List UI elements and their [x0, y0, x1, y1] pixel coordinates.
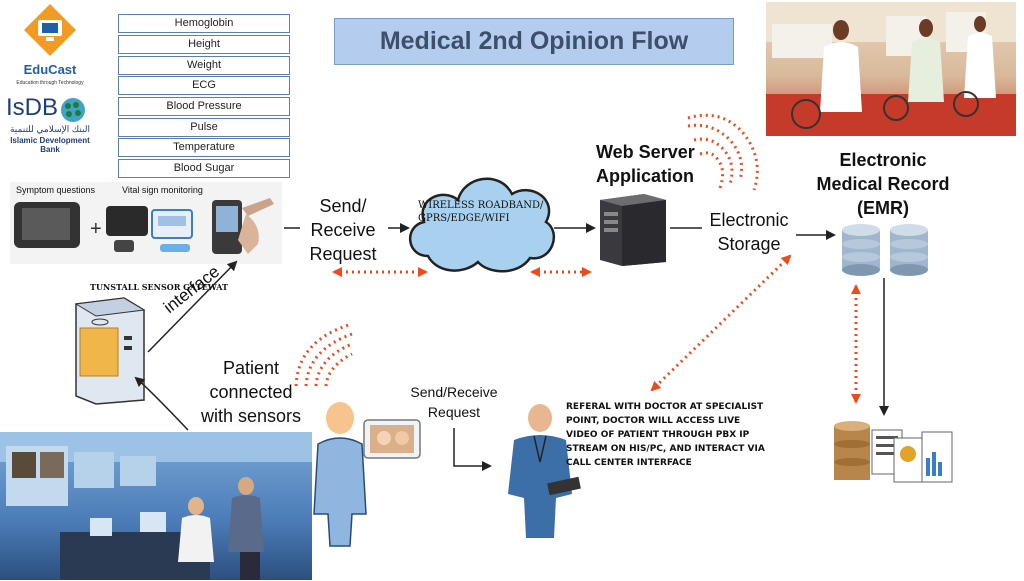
database-icon — [842, 224, 928, 276]
symptom-label: Symptom questions — [16, 185, 96, 195]
server-icon — [600, 194, 666, 266]
sensor-gateway-icon — [74, 297, 146, 405]
electronic-storage-label: Electronic Storage — [709, 210, 789, 254]
vital-item: Hemoglobin — [118, 14, 290, 33]
vital-item: Height — [118, 35, 290, 54]
send-receive-label: Send/ Receive Request — [309, 196, 377, 264]
isdb-globe-icon — [61, 98, 85, 122]
vital-item: Temperature — [118, 138, 290, 157]
gateway-label: TUNSTALL SENSOR GATEWAT — [90, 282, 228, 292]
cloud-label-line2: GPRS/EDGE/WIFI — [418, 213, 510, 224]
isdb-name: Islamic Development Bank — [10, 136, 90, 154]
control-room-photo — [0, 432, 312, 580]
doctor-figure-icon — [508, 404, 581, 538]
educast-logo-icon — [24, 4, 76, 56]
emr-label: Electronic Medical Record (EMR) — [816, 150, 950, 218]
vital-item: ECG — [118, 76, 290, 95]
vital-sign-label: Vital sign monitoring — [122, 185, 203, 195]
isdb-arabic: البنك الإسلامي للتنمية — [9, 124, 91, 134]
plus-sign: + — [90, 218, 102, 240]
patient-signal-icon — [294, 322, 353, 387]
cloud-label-line1: WIRELESS ROADBAND/ — [418, 200, 544, 211]
vital-item: Blood Sugar — [118, 159, 290, 178]
vital-item: Pulse — [118, 118, 290, 137]
wireless-signal-icon — [687, 113, 759, 191]
isdb-logo: IsDB البنك الإسلامي للتنمية Islamic Deve… — [4, 94, 96, 154]
vital-item: Weight — [118, 56, 290, 75]
educast-name: EduCast — [23, 62, 77, 77]
vital-item: Blood Pressure — [118, 97, 290, 116]
records-documents-icon — [834, 421, 953, 483]
isdb-abbr: IsDB — [6, 94, 59, 121]
call-center-photo — [766, 2, 1016, 136]
devices-panel: Symptom questions Vital sign monitoring … — [10, 182, 282, 264]
page-title: Medical 2nd Opinion Flow — [379, 27, 689, 55]
wireless-cloud-icon — [408, 177, 556, 273]
blood-pressure-monitor-icon — [106, 206, 193, 252]
title-banner: Medical 2nd Opinion Flow — [334, 18, 734, 65]
patient-figure-icon — [313, 402, 421, 547]
web-server-label: Web Server Application — [596, 142, 695, 186]
patient-label: Patient connected with sensors — [200, 358, 302, 426]
referral-text: REFERAL WITH DOCTOR AT SPECIALIST POINT,… — [566, 402, 765, 468]
handheld-pda-icon — [212, 198, 274, 254]
send-receive-label-2: Send/Receive Request — [410, 384, 498, 420]
educast-logo: EduCast Education through Technology — [8, 2, 92, 90]
educast-tagline: Education through Technology — [16, 80, 84, 86]
symptom-tablet-icon — [14, 202, 80, 248]
